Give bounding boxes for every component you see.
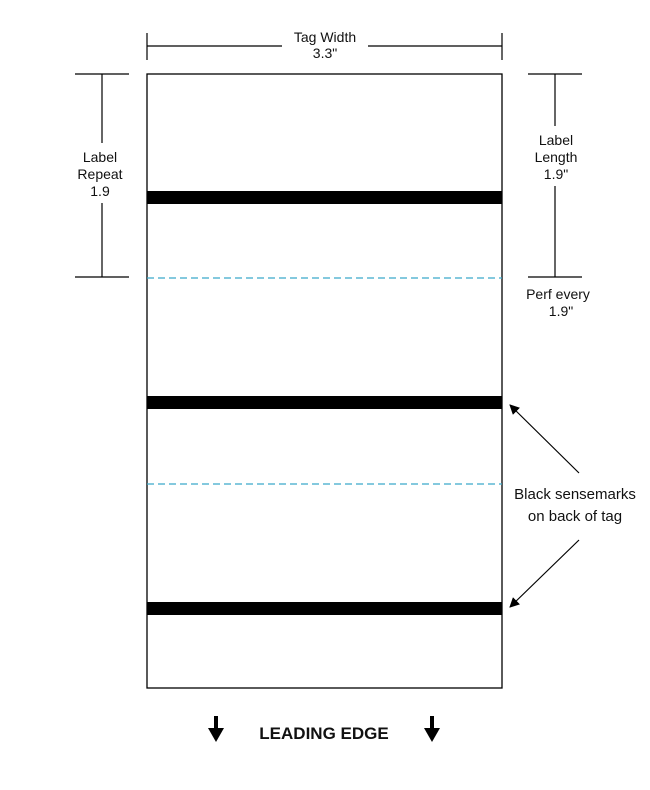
label-repeat-line2: Repeat (77, 166, 122, 182)
leading-edge-left-arrow-icon (208, 716, 224, 742)
sensemarks-line2: on back of tag (528, 508, 622, 525)
label-length-dimension: Label Length 1.9" (528, 73, 582, 278)
tag-width-value: 3.3" (313, 45, 337, 61)
sensemark-3 (147, 602, 502, 615)
perf-label: Perf every (526, 286, 590, 302)
leading-edge-right-arrow-icon (424, 716, 440, 742)
tag-width-dimension: Tag Width 3.3" (146, 29, 503, 61)
tag-width-label: Tag Width (294, 29, 356, 45)
sensemark-1 (147, 191, 502, 204)
sensemark-arrow-lower (509, 539, 580, 608)
label-length-line2: Length (535, 149, 578, 165)
leading-edge-label: LEADING EDGE (259, 724, 388, 743)
tag-outline (146, 73, 503, 689)
sensemark-2 (147, 396, 502, 409)
perf-value: 1.9" (549, 303, 573, 319)
sensemark-arrow-upper (509, 404, 580, 474)
label-repeat-line1: Label (83, 149, 117, 165)
sensemarks-line1: Black sensemarks (514, 486, 636, 503)
label-length-value: 1.9" (544, 166, 568, 182)
label-repeat-value: 1.9 (90, 183, 110, 199)
label-repeat-dimension: Label Repeat 1.9 (75, 73, 129, 278)
label-length-line1: Label (539, 132, 573, 148)
